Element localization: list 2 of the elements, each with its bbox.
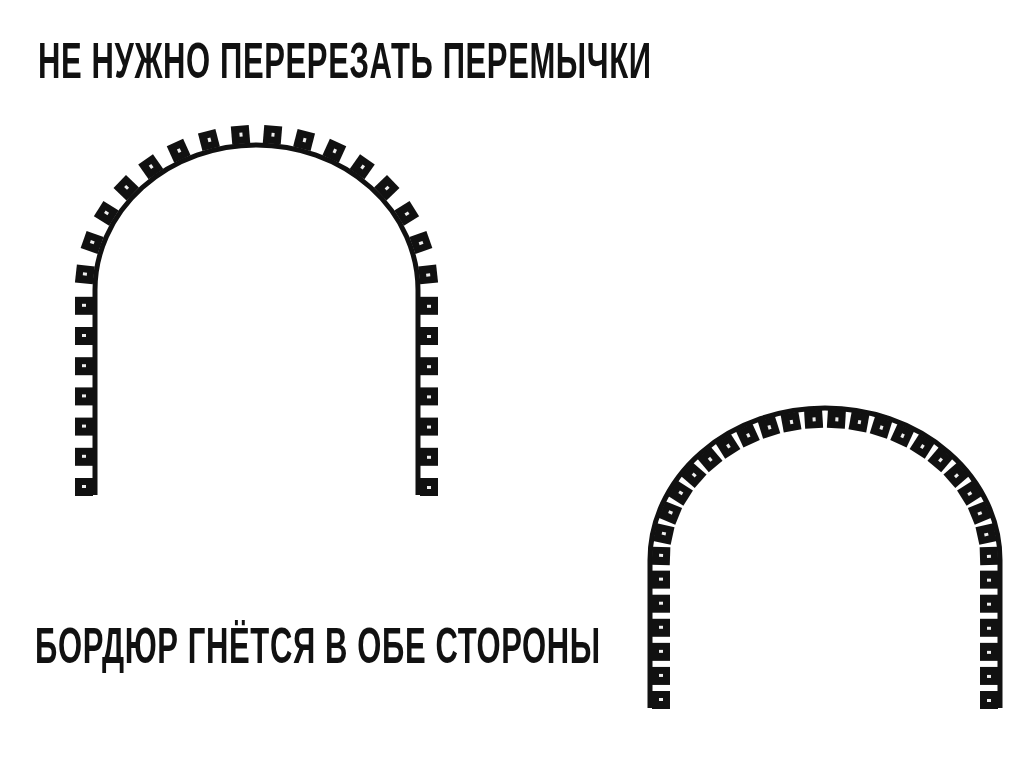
heading-text: НЕ НУЖНО ПЕРЕРЕЗАТЬ ПЕРЕМЫЧКИ [38, 32, 652, 90]
heading-text: БОРДЮР ГНЁТСЯ В ОБЕ СТОРОНЫ [35, 617, 601, 675]
